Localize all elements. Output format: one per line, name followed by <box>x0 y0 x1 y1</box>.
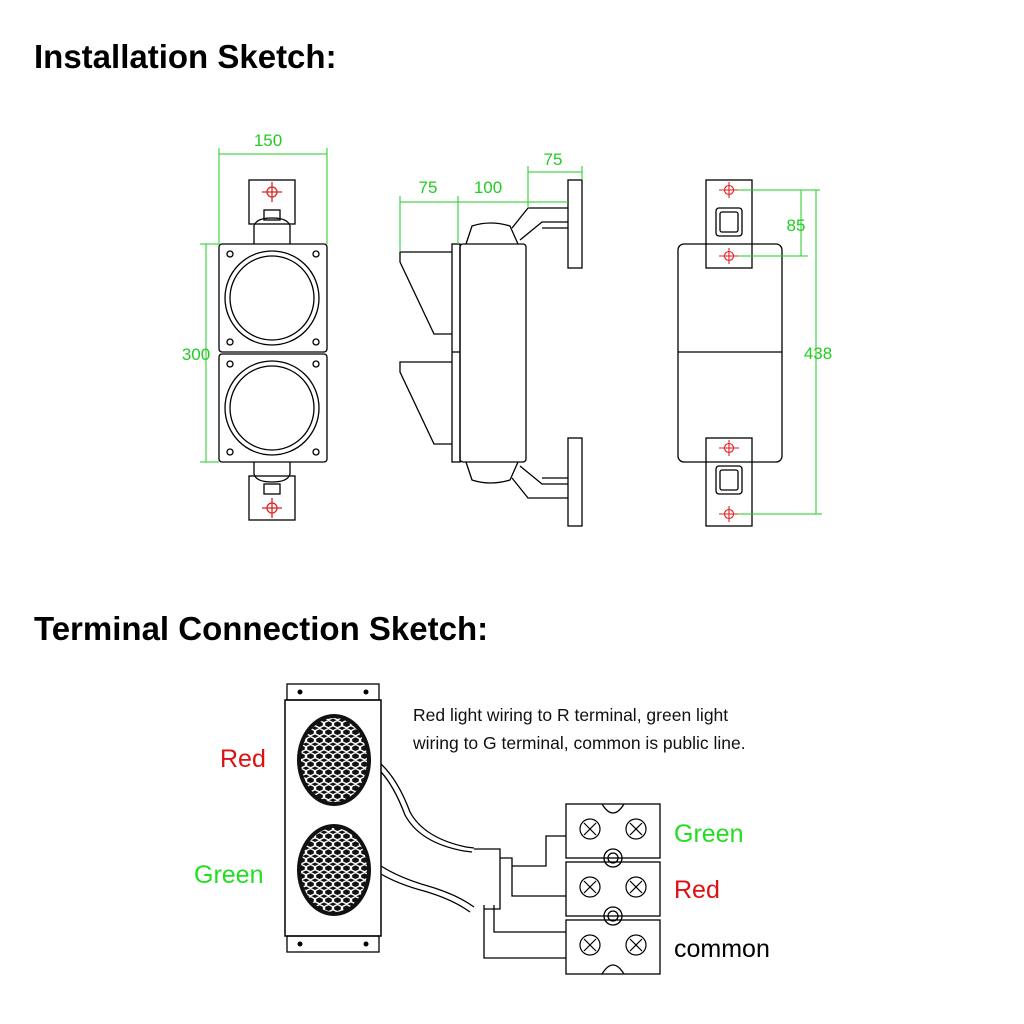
side-upper-mount-plate <box>567 179 583 269</box>
side-lower-mount-plate <box>567 437 583 527</box>
front-width-label: 150 <box>254 131 282 150</box>
back-top-bracket <box>705 179 753 269</box>
terminal-red-label: Red <box>674 876 720 904</box>
terminal-wires <box>380 763 566 959</box>
side-body <box>459 243 527 463</box>
front-upper-lens <box>224 250 320 346</box>
side-view <box>399 179 583 527</box>
wiring-note-line1: Red light wiring to R terminal, green li… <box>413 705 728 725</box>
side-bracket-label: 75 <box>544 150 563 169</box>
terminal-block-red <box>565 861 661 917</box>
back-housing <box>677 243 783 463</box>
back-mount-holes <box>719 182 739 522</box>
back-total-height-label: 438 <box>804 344 832 363</box>
terminal-unit-body <box>284 699 382 937</box>
terminal-signal-unit <box>284 683 382 953</box>
front-top-bracket <box>248 179 296 225</box>
side-lower-visor <box>399 361 452 445</box>
front-lower-lens <box>224 360 320 456</box>
red-light-label: Red <box>220 745 266 773</box>
back-bracket-spacing-label: 85 <box>787 216 806 235</box>
side-upper-visor <box>399 251 452 335</box>
front-height-label: 300 <box>182 345 210 364</box>
front-upper-module <box>218 243 328 353</box>
installation-sketch-title: Installation Sketch: <box>34 38 337 75</box>
front-dimension-lines <box>200 148 328 463</box>
front-lower-module <box>218 353 328 463</box>
side-front-depth-label: 75 <box>419 178 438 197</box>
front-view <box>218 179 328 521</box>
green-light-label: Green <box>194 861 263 889</box>
side-dimension-lines <box>399 166 583 252</box>
terminal-common-label: common <box>674 935 770 963</box>
front-bottom-bracket <box>248 475 296 521</box>
terminal-block-common <box>565 919 661 975</box>
wiring-note-line2: wiring to G terminal, common is public l… <box>412 733 746 753</box>
terminal-block <box>565 803 661 975</box>
terminal-connection-sketch-title: Terminal Connection Sketch: <box>34 610 489 647</box>
terminal-block-green <box>565 803 661 859</box>
back-dimension-lines <box>738 189 822 515</box>
screw-icons <box>579 818 647 956</box>
back-view <box>677 179 783 527</box>
side-body-depth-label: 100 <box>474 178 502 197</box>
terminal-green-label: Green <box>674 820 743 848</box>
back-bottom-bracket <box>705 437 753 527</box>
